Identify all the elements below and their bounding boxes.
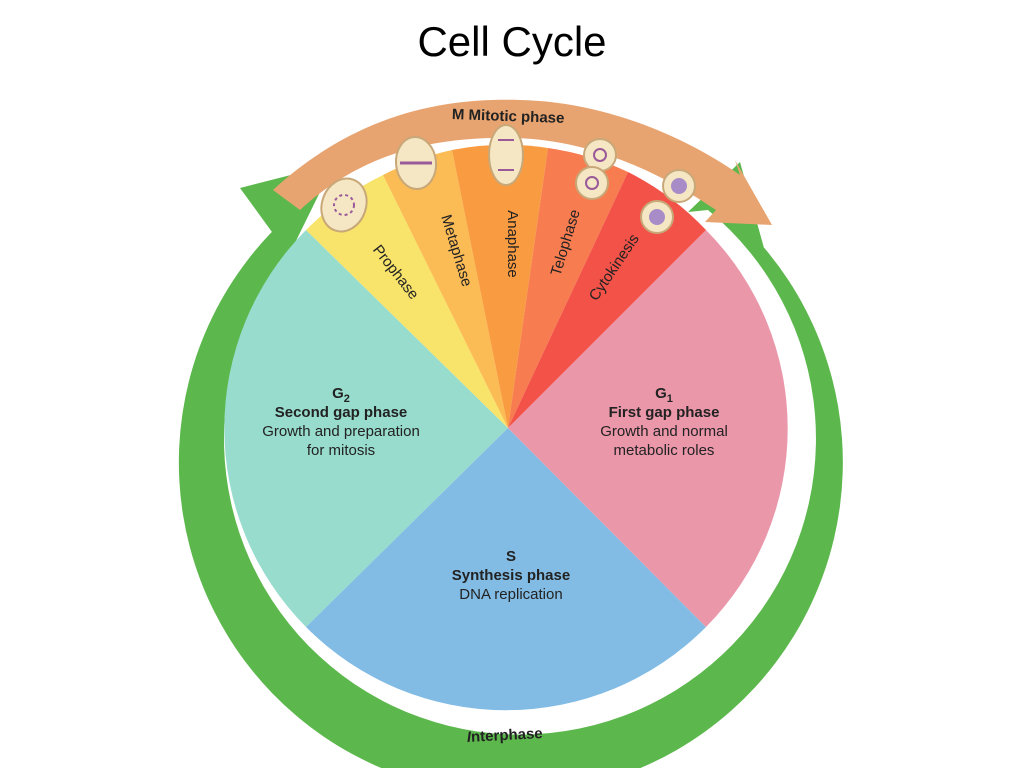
g2-desc-line2: for mitosis xyxy=(307,442,375,459)
anaphase-wedge xyxy=(452,144,548,428)
g1-name: First gap phase xyxy=(609,404,720,421)
g1-wedge xyxy=(508,230,788,627)
g1-desc-line2: metabolic roles xyxy=(614,442,715,459)
anaphase-cell xyxy=(488,124,524,186)
g2-symbol: G2 xyxy=(332,385,350,405)
page-title: Cell Cycle xyxy=(417,18,607,65)
g2-name: Second gap phase xyxy=(275,404,408,421)
telophase-wedge xyxy=(508,148,628,428)
cytokinesis-wedge xyxy=(508,172,706,428)
s-phase-label-group: S Synthesis phase DNA replication xyxy=(452,548,570,603)
s-wedge xyxy=(306,428,706,711)
g2-phase-label-group: G2 Second gap phase Growth and preparati… xyxy=(262,385,420,459)
g1-desc-line1: Growth and normal xyxy=(600,423,728,440)
g1-symbol: G1 xyxy=(655,385,673,405)
mitotic-phase-arrow xyxy=(273,99,772,225)
interphase-label: Interphase xyxy=(466,725,543,746)
pie-wedges xyxy=(224,144,788,711)
telophase-cell xyxy=(575,138,617,200)
metaphase-cell xyxy=(394,136,438,190)
prophase-wedge xyxy=(306,175,508,428)
cytokinesis-cell xyxy=(640,169,696,234)
anaphase-label: Anaphase xyxy=(504,210,521,278)
s-name: Synthesis phase xyxy=(452,567,570,584)
g2-wedge xyxy=(224,230,508,627)
mitotic-phase-label: M Mitotic phase xyxy=(452,106,565,127)
s-symbol: S xyxy=(506,548,516,565)
metaphase-wedge xyxy=(383,150,508,428)
g1-phase-label-group: G1 First gap phase Growth and normal met… xyxy=(600,385,728,459)
g2-desc-line1: Growth and preparation xyxy=(262,423,420,440)
s-desc-line1: DNA replication xyxy=(459,586,562,603)
prophase-cell xyxy=(320,177,368,233)
